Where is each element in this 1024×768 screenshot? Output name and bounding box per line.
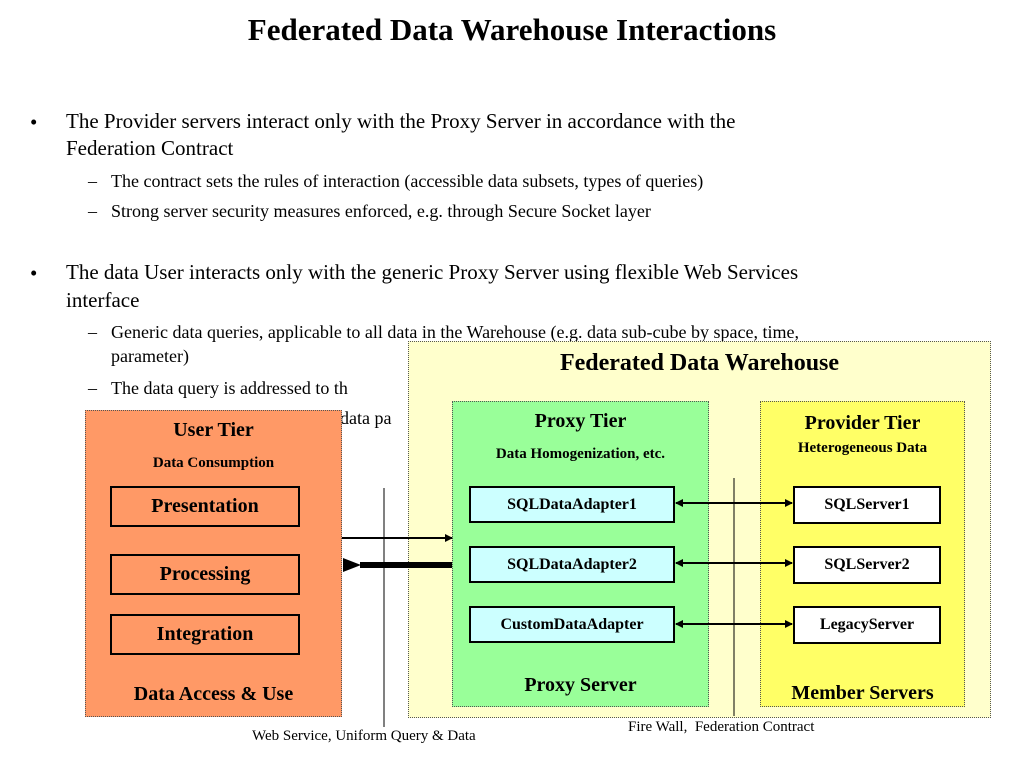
bullet-2-sub-1-cont: parameter) <box>111 346 189 366</box>
provider-tier-footer: Member Servers <box>791 682 934 704</box>
user-tier-title: User Tier <box>173 419 254 441</box>
provider-tier-subtitle: Heterogeneous Data <box>797 440 928 456</box>
proxy-tier-title: Proxy Tier <box>534 410 627 432</box>
page-title: Federated Data Warehouse Interactions <box>247 12 777 47</box>
bullet-2-line-1: The data User interacts only with the ge… <box>66 260 799 284</box>
custom-data-adapter: CustomDataAdapter <box>469 606 675 643</box>
bullet-1-line-1: The Provider servers interact only with … <box>66 109 736 133</box>
integration-box: Integration <box>110 614 300 655</box>
bullet-marker: • <box>30 261 38 285</box>
proxy-tier-footer: Proxy Server <box>524 674 637 696</box>
web-service-label: Web Service, Uniform Query & Data <box>252 728 476 744</box>
bullet-1-sub-1: The contract sets the rules of interacti… <box>111 171 704 191</box>
bullet-2-sub-1: Generic data queries, applicable to all … <box>111 322 799 342</box>
user-tier-box: User Tier Data Consumption Presentation … <box>85 410 342 717</box>
processing-box: Processing <box>110 554 300 595</box>
proxy-tier-subtitle: Data Homogenization, etc. <box>495 446 666 462</box>
bullet-2-sub-2: The data query is addressed to th <box>111 378 348 398</box>
firewall-label: Fire Wall, Federation Contract <box>628 719 815 735</box>
bullet-1-line-2: Federation Contract <box>66 136 234 160</box>
sql-server-1: SQLServer1 <box>793 486 941 524</box>
sql-server-2: SQLServer2 <box>793 546 941 584</box>
bullet-marker: • <box>30 110 38 134</box>
sub-bullet-marker: – <box>88 322 97 342</box>
presentation-box: Presentation <box>110 486 300 527</box>
provider-tier-title: Provider Tier <box>804 412 921 434</box>
proxy-tier-box: Proxy Tier Data Homogenization, etc. SQL… <box>452 401 709 707</box>
user-tier-subtitle: Data Consumption <box>152 455 275 471</box>
federated-warehouse-title: Federated Data Warehouse <box>559 350 840 376</box>
sub-bullet-marker: – <box>88 171 97 191</box>
provider-tier-box: Provider Tier Heterogeneous Data SQLServ… <box>760 401 965 707</box>
bullet-2-line-2: interface <box>66 288 140 312</box>
sql-data-adapter-1: SQLDataAdapter1 <box>469 486 675 523</box>
bullet-1-sub-2: Strong server security measures enforced… <box>111 201 651 221</box>
user-tier-footer: Data Access & Use <box>133 683 294 705</box>
legacy-server: LegacyServer <box>793 606 941 644</box>
sql-data-adapter-2: SQLDataAdapter2 <box>469 546 675 583</box>
sub-bullet-marker: – <box>88 201 97 221</box>
bullet-2-sub-3: data pa <box>340 408 392 428</box>
sub-bullet-marker: – <box>88 378 97 398</box>
